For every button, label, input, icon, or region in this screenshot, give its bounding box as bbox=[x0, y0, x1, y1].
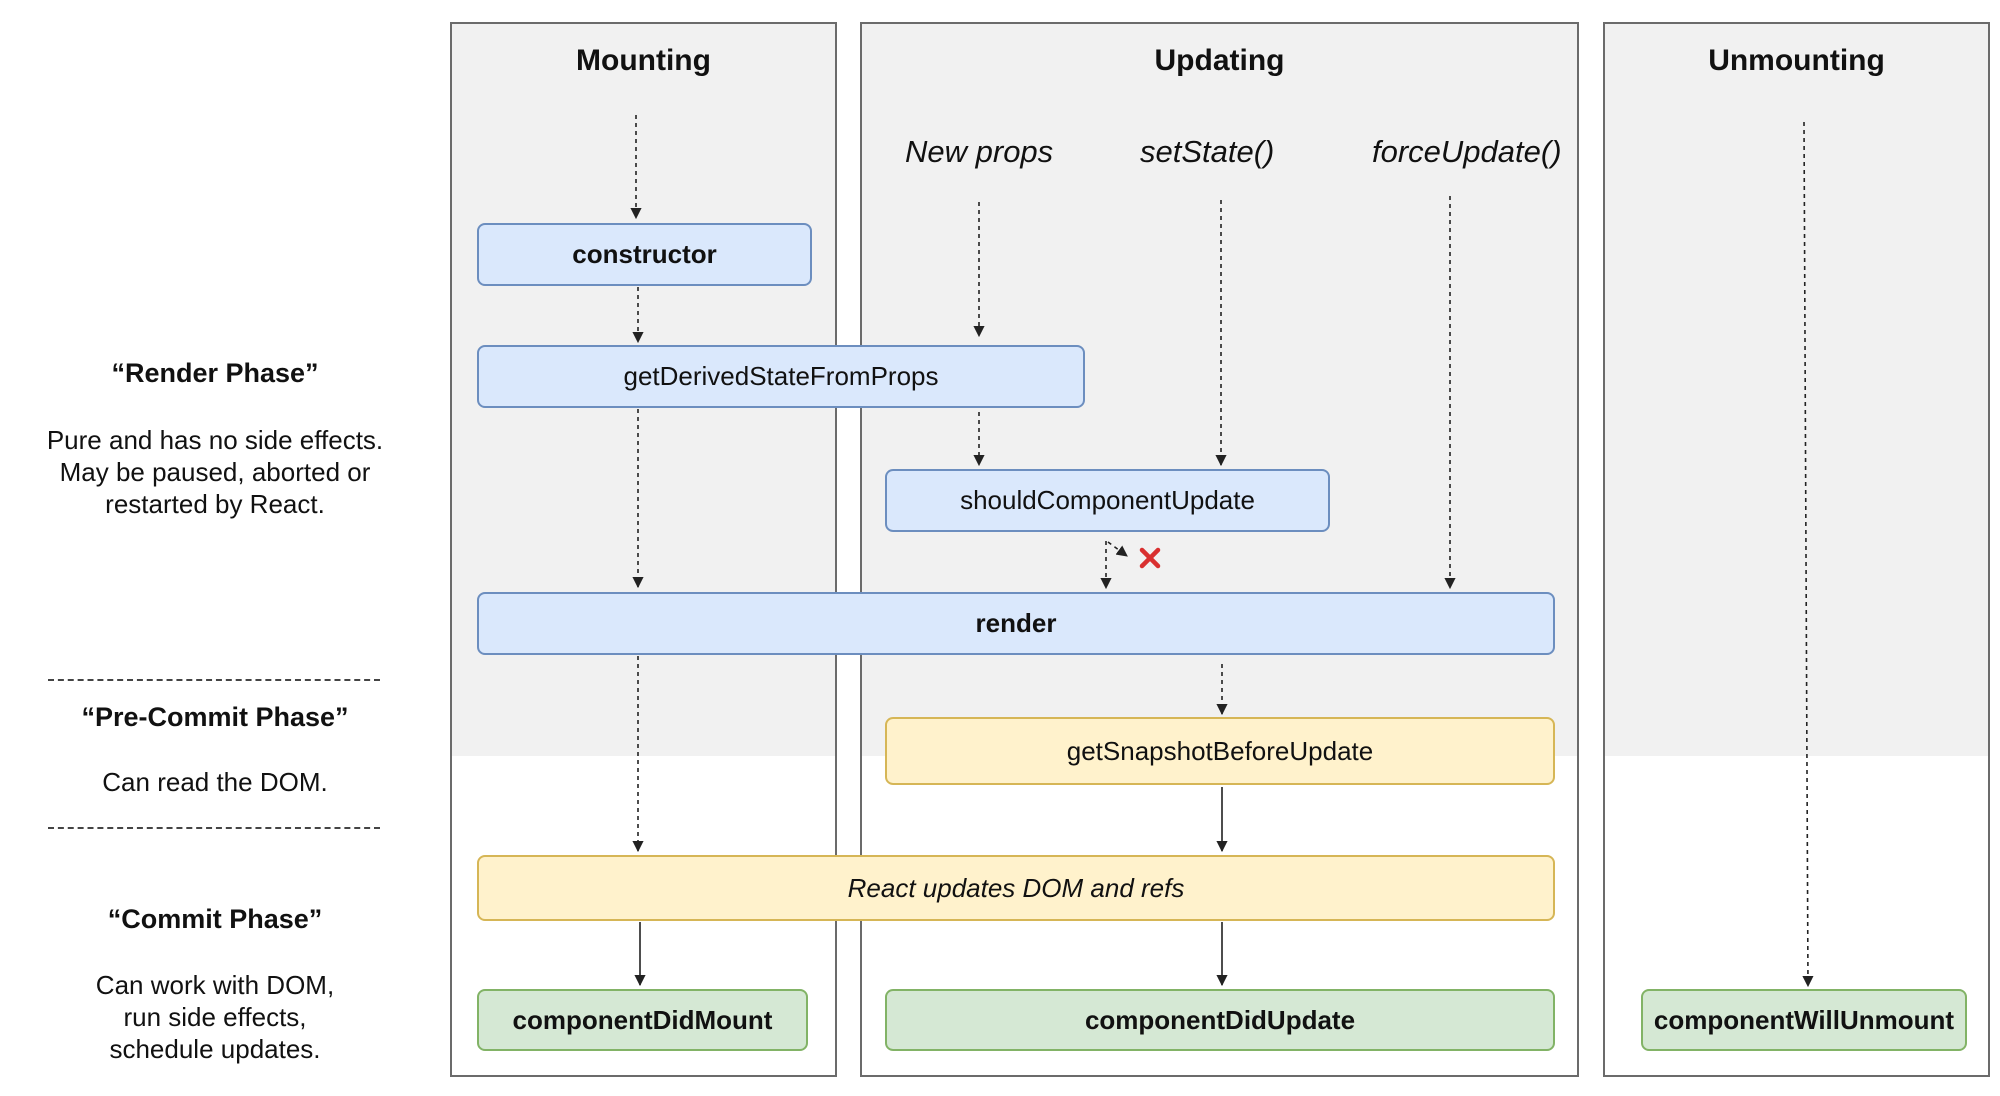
mounting-title: Mounting bbox=[576, 44, 711, 77]
render-phase-line: Pure and has no side effects. bbox=[46, 425, 384, 455]
arrow-should-update-abort bbox=[1107, 541, 1128, 557]
should-component-update-box: shouldComponentUpdate bbox=[885, 469, 1330, 532]
component-did-update-box: componentDidUpdate bbox=[885, 989, 1555, 1051]
unmounting-title: Unmounting bbox=[1708, 44, 1885, 77]
render-phase-line: restarted by React. bbox=[105, 489, 325, 519]
render-box: render bbox=[477, 592, 1555, 655]
commit-phase-description: Can work with DOM, run side effects, sch… bbox=[20, 969, 410, 1065]
commit-phase-line: run side effects, bbox=[123, 1002, 307, 1032]
commit-phase-line: schedule updates. bbox=[109, 1034, 321, 1064]
set-state-trigger: setState() bbox=[1140, 134, 1275, 169]
cross-icon bbox=[1139, 547, 1161, 569]
updating-title: Updating bbox=[1154, 44, 1285, 77]
new-props-trigger: New props bbox=[905, 134, 1054, 169]
component-did-mount-box: componentDidMount bbox=[477, 989, 808, 1051]
arrow-unmount-to-will-unmount bbox=[1802, 121, 1814, 988]
component-will-unmount-box: componentWillUnmount bbox=[1641, 989, 1967, 1051]
pre-commit-phase-title: “Pre-Commit Phase” bbox=[81, 702, 349, 732]
commit-phase-line: Can work with DOM, bbox=[95, 970, 335, 1000]
get-derived-state-from-props-box: getDerivedStateFromProps bbox=[477, 345, 1085, 408]
react-updates-dom-box: React updates DOM and refs bbox=[477, 855, 1555, 921]
phase-separator bbox=[48, 679, 380, 681]
force-update-trigger: forceUpdate() bbox=[1372, 134, 1562, 169]
render-phase-line: May be paused, aborted or bbox=[59, 457, 371, 487]
render-phase-title: “Render Phase” bbox=[111, 358, 319, 388]
commit-phase-title: “Commit Phase” bbox=[107, 904, 323, 934]
pre-commit-phase-line: Can read the DOM. bbox=[102, 767, 328, 797]
pre-commit-phase-description: Can read the DOM. bbox=[20, 766, 410, 798]
render-phase-description: Pure and has no side effects. May be pau… bbox=[20, 424, 410, 520]
unmounting-column: Unmounting bbox=[1603, 22, 1990, 1077]
constructor-box: constructor bbox=[477, 223, 812, 286]
get-snapshot-before-update-box: getSnapshotBeforeUpdate bbox=[885, 717, 1555, 785]
phase-separator bbox=[48, 827, 380, 829]
